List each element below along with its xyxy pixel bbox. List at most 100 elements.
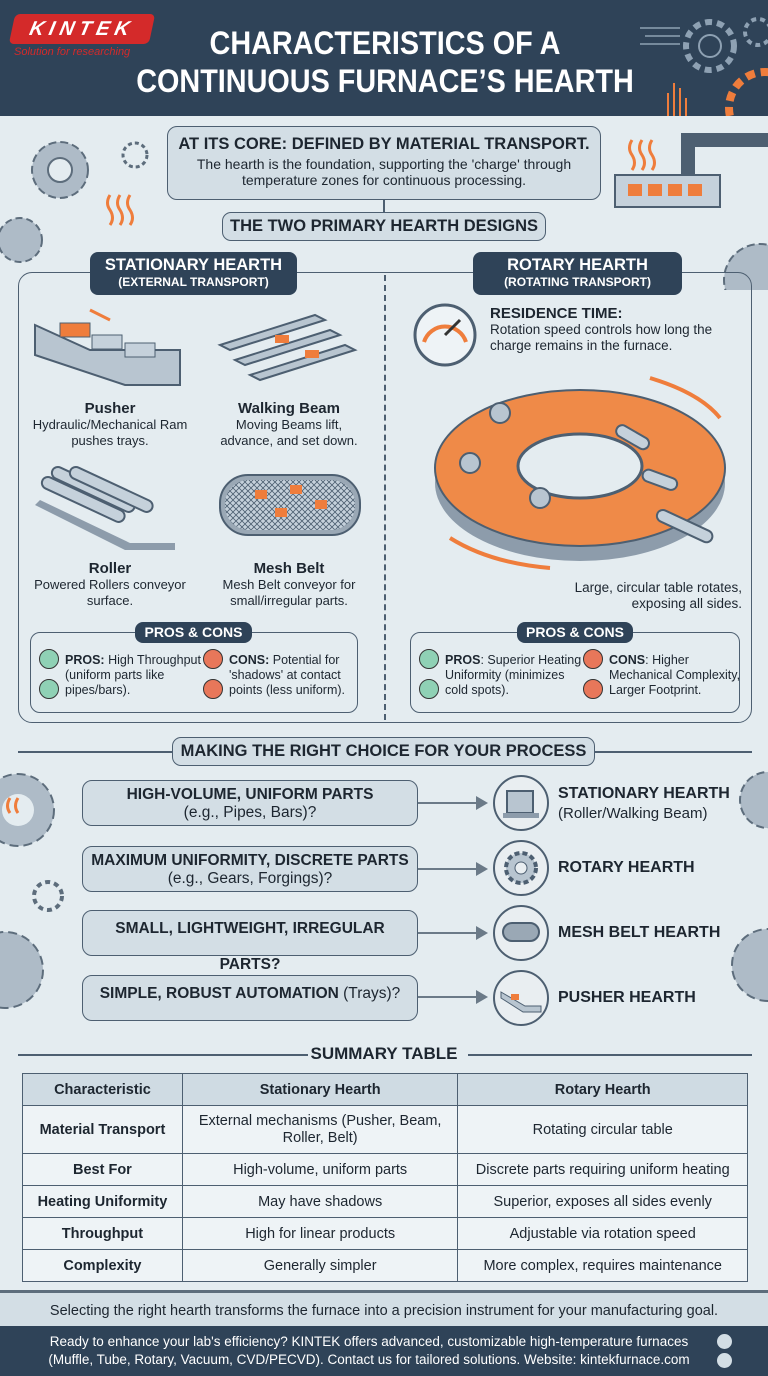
- column-header: Rotary Hearth: [457, 1073, 748, 1106]
- roller-desc: Powered Rollers conveyor surface.: [34, 577, 186, 608]
- footer-line-2: (Muffle, Tube, Rotary, Vacuum, CVD/PECVD…: [48, 1352, 690, 1367]
- summary-line-right: [468, 1054, 752, 1056]
- cons-label: CONS: [609, 653, 646, 667]
- table-cell: High-volume, uniform parts: [181, 1153, 459, 1186]
- pusher-label: Pusher: [84, 400, 136, 417]
- rotary-hearth-header: ROTARY HEARTH (ROTATING TRANSPORT): [473, 252, 682, 295]
- roller-label: Roller: [88, 560, 132, 577]
- hearth-designs-panel: [18, 272, 752, 723]
- table-cell: Adjustable via rotation speed: [457, 1217, 748, 1250]
- mesh-belt-item: Mesh Belt Mesh Belt conveyor for small/i…: [210, 560, 368, 609]
- stationary-hearth-header: STATIONARY HEARTH (EXTERNAL TRANSPORT): [90, 252, 297, 295]
- choice-answer-3: MESH BELT HEARTH: [558, 924, 721, 941]
- core-definition-box: AT ITS CORE: DEFINED BY MATERIAL TRANSPO…: [167, 126, 601, 200]
- choice-answer-4: PUSHER HEARTH: [558, 989, 696, 1006]
- choice-answer-1: STATIONARY HEARTH (Roller/Walking Beam): [558, 784, 730, 824]
- pusher-illustration-icon: [34, 308, 181, 386]
- choice-question-2: MAXIMUM UNIFORMITY, DISCRETE PARTS(e.g.,…: [82, 846, 418, 892]
- choice-heading: MAKING THE RIGHT CHOICE FOR YOUR PROCESS: [172, 737, 595, 766]
- choice-question-4: SIMPLE, ROBUST AUTOMATION (Trays)?: [82, 975, 418, 1021]
- gears-right-decoration-icon: [731, 771, 768, 1002]
- table-cell: Generally simpler: [181, 1249, 459, 1282]
- tray-icon: [583, 679, 603, 699]
- table-cell: May have shadows: [181, 1185, 459, 1218]
- column-header: Stationary Hearth: [181, 1073, 459, 1106]
- gears-left-decoration-icon: [0, 773, 64, 1009]
- table-cell: Material Transport: [22, 1105, 183, 1154]
- pusher-item: Pusher Hydraulic/Mechanical Ram pushes t…: [30, 400, 190, 449]
- pros-label: PROS: [445, 653, 481, 667]
- table-cell: Rotating circular table: [457, 1105, 748, 1154]
- x-icon: [583, 649, 603, 669]
- rotary-pros: PROS: Superior Heating Uniformity (minim…: [445, 653, 585, 698]
- cons-text: Potential for 'shadows' at contact point…: [229, 653, 346, 697]
- residence-heading: RESIDENCE TIME:: [490, 305, 623, 322]
- choice-question-1: HIGH-VOLUME, UNIFORM PARTS(e.g., Pipes, …: [82, 780, 418, 826]
- summary-line-left: [18, 1054, 308, 1056]
- rotary-gear-icon: [493, 840, 549, 896]
- mesh-belt-illustration-icon: [219, 474, 361, 536]
- table-cell: Discrete parts requiring uniform heating: [457, 1153, 748, 1186]
- choice-question-3: SMALL, LIGHTWEIGHT, IRREGULAR PARTS?: [82, 910, 418, 973]
- logo-text: KINTEK: [27, 18, 137, 40]
- mesh-belt-desc: Mesh Belt conveyor for small/irregular p…: [222, 577, 356, 608]
- logo-tagline: Solution for researching: [14, 46, 131, 58]
- stationary-hearth-icon: [493, 775, 549, 831]
- core-heading: AT ITS CORE: DEFINED BY MATERIAL TRANSPO…: [178, 135, 590, 153]
- rotary-caption: Large, circular table rotates, exposing …: [574, 580, 742, 611]
- table-cell: Throughput: [22, 1217, 183, 1250]
- pros-text: : Superior Heating Uniformity (minimizes…: [445, 653, 582, 697]
- stationary-subtitle: (EXTERNAL TRANSPORT): [118, 275, 269, 289]
- walking-beam-desc: Moving Beams lift, advance, and set down…: [220, 417, 358, 448]
- check-icon: [39, 649, 59, 669]
- title-line-1: CHARACTERISTICS OF A: [209, 25, 561, 61]
- question-subtext: (e.g., Gears, Forgings)?: [167, 870, 333, 887]
- walking-beam-illustration-icon: [217, 313, 358, 382]
- designs-heading: THE TWO PRIMARY HEARTH DESIGNS: [222, 212, 546, 241]
- answer-text: STATIONARY HEARTH: [558, 785, 730, 802]
- footer-line-1: Ready to enhance your lab's efficiency? …: [49, 1334, 689, 1349]
- panel-divider: [384, 275, 386, 720]
- title-line-2: CONTINUOUS FURNACE’S HEARTH: [136, 63, 634, 99]
- stationary-pros-cons: PROS: High Throughput (uniform parts lik…: [30, 632, 358, 713]
- cons-text: : Higher Mechanical Complexity, Larger F…: [609, 653, 741, 697]
- chat-icon[interactable]: [717, 1334, 732, 1349]
- arrow-icon: [418, 796, 488, 810]
- table-cell: High for linear products: [181, 1217, 459, 1250]
- stationary-title: STATIONARY HEARTH: [104, 256, 283, 274]
- rotary-pros-cons: PROS: Superior Heating Uniformity (minim…: [410, 632, 740, 713]
- table-cell: Heating Uniformity: [22, 1185, 183, 1218]
- table-cell: Best For: [22, 1153, 183, 1186]
- pros-text: High Throughput (uniform parts like pipe…: [65, 653, 201, 697]
- pros-label: PROS:: [65, 653, 105, 667]
- stationary-pros-cons-heading: PROS & CONS: [135, 622, 252, 643]
- search-icon: [419, 679, 439, 699]
- arrow-icon: [418, 862, 488, 876]
- cons-label: CONS:: [229, 653, 270, 667]
- pusher-desc: Hydraulic/Mechanical Ram pushes trays.: [32, 417, 188, 448]
- gauge-icon: [413, 303, 477, 367]
- stationary-cons: CONS: Potential for 'shadows' at contact…: [229, 653, 357, 698]
- phone-icon[interactable]: [717, 1353, 732, 1368]
- rotary-title: ROTARY HEARTH: [507, 256, 648, 274]
- table-cell: External mechanisms (Pusher, Beam, Rolle…: [181, 1105, 459, 1154]
- table-cell: Superior, exposes all sides evenly: [457, 1185, 748, 1218]
- check-icon: [419, 649, 439, 669]
- walking-beam-item: Walking Beam Moving Beams lift, advance,…: [210, 400, 368, 449]
- roller-illustration-icon: [35, 465, 175, 550]
- arrow-icon: [418, 926, 488, 940]
- residence-time-block: RESIDENCE TIME: Rotation speed controls …: [490, 306, 740, 354]
- mesh-belt-label: Mesh Belt: [253, 560, 325, 577]
- question-text: SMALL, LIGHTWEIGHT, IRREGULAR PARTS?: [115, 920, 385, 973]
- table-cell: More complex, requires maintenance: [457, 1249, 748, 1282]
- answer-subtext: (Roller/Walking Beam): [558, 805, 708, 822]
- question-text: SIMPLE, ROBUST AUTOMATION: [99, 985, 339, 1002]
- question-text: HIGH-VOLUME, UNIFORM PARTS: [126, 786, 374, 803]
- connector-line: [383, 200, 385, 212]
